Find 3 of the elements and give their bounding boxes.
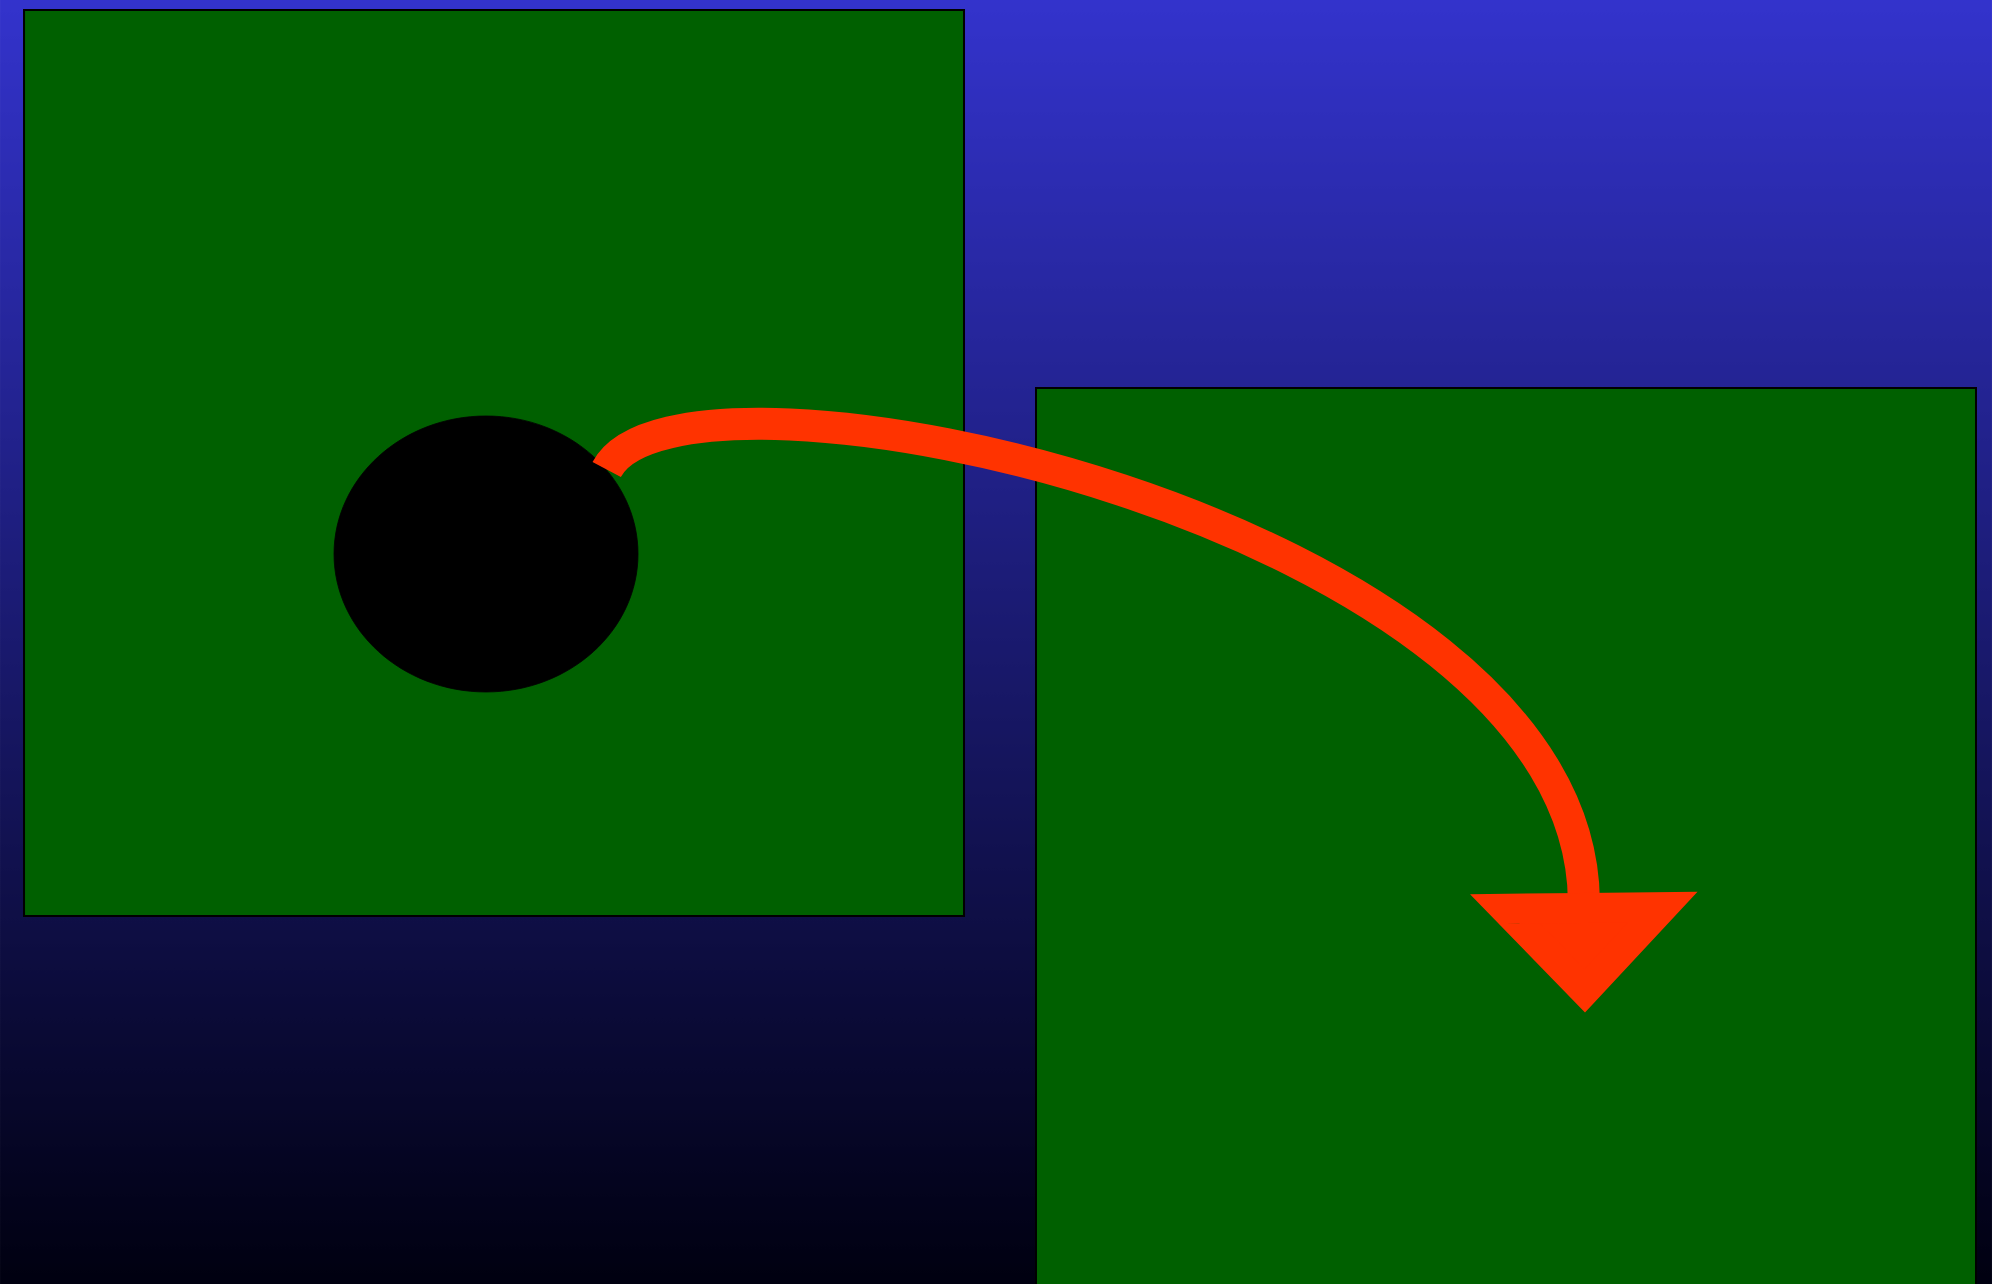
circle-shape	[333, 415, 639, 693]
panel-box	[23, 9, 965, 917]
panel-box	[1035, 387, 1977, 1284]
